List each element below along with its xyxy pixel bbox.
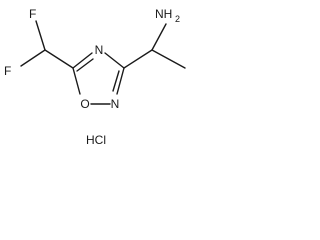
atom-fluorine-top: F [29, 7, 36, 21]
chemical-structure: F F N O N NH 2 HCl [4, 7, 186, 147]
atom-nitrogen-ring-bottom: N [111, 97, 120, 111]
bond-c5-n4-double [76, 58, 94, 72]
atom-fluorine-left: F [4, 64, 11, 78]
bond-f-left-to-chf2 [20, 49, 46, 67]
bond-f-top-to-chf2 [35, 20, 46, 51]
bond-ch-to-methyl [151, 49, 186, 69]
bond-ch-to-nh2 [151, 23, 167, 51]
atom-nitrogen-ring-top: N [95, 43, 104, 57]
bond-c5-n4 [72, 52, 93, 69]
atom-amine-subscript: 2 [175, 14, 180, 24]
bond-chf2-to-ring [44, 49, 74, 69]
atom-oxygen-ring: O [80, 97, 89, 111]
bond-n4-c3 [104, 52, 125, 69]
bond-o1-c5 [72, 67, 81, 95]
bond-c3-n2-double [112, 70, 120, 92]
atom-amine-nh: NH [155, 7, 172, 21]
bond-c3-n2 [116, 67, 125, 95]
bond-ring-to-ch [123, 49, 153, 69]
salt-label: HCl [86, 133, 106, 147]
